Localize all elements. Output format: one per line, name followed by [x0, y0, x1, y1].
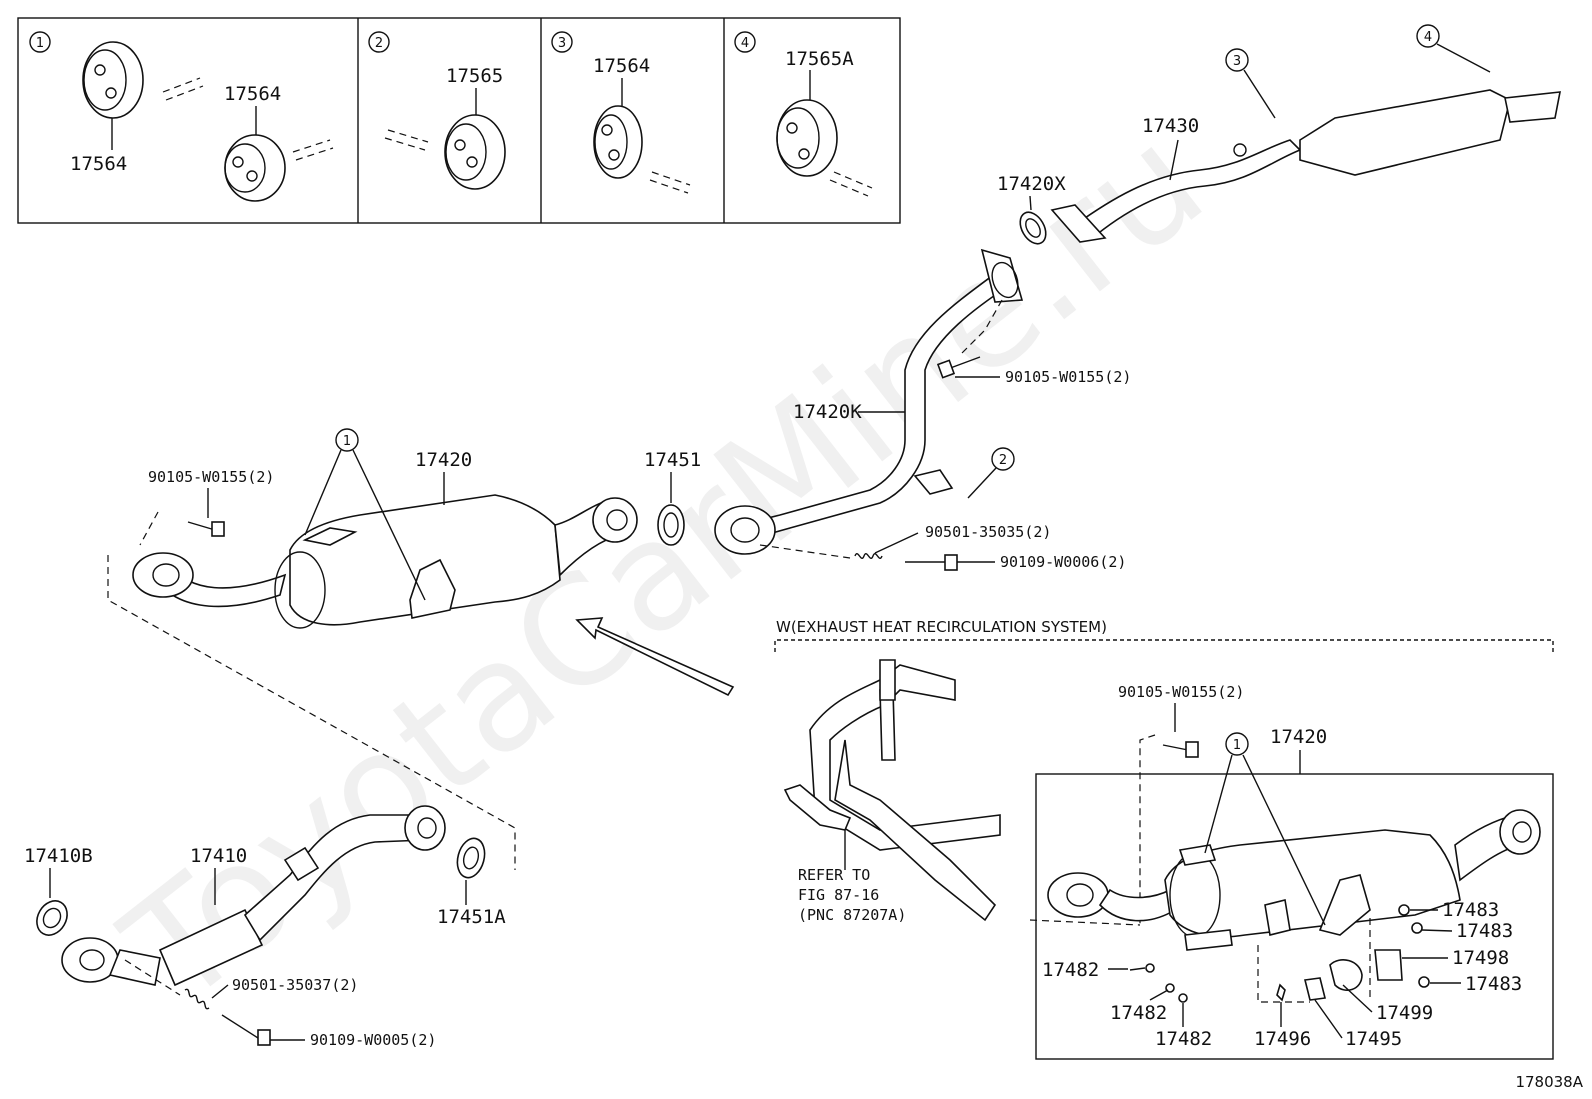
part-label-variant-bolt: 90105-W0155(2)	[1118, 683, 1244, 701]
refer-to-line1: REFER TO	[798, 866, 870, 884]
rubber-hanger-icon	[776, 99, 838, 177]
inset-panels: 1 17564 17564 2	[17, 17, 901, 224]
part-label-17483-a: 17483	[1442, 899, 1499, 921]
part-label-variant-17420: 17420	[1270, 726, 1327, 748]
part-label-17430: 17430	[1142, 115, 1199, 137]
tail-pipe-assembly: 17430 3 4	[1050, 24, 1561, 243]
part-label-bolt-90105-top: 90105-W0155(2)	[1005, 368, 1131, 386]
figure-id: 178038A	[1515, 1073, 1583, 1091]
callout-1: 1	[343, 434, 351, 449]
panel-2-number: 2	[375, 36, 383, 51]
refer-to-line3: (PNC 87207A)	[798, 906, 906, 924]
variant-small-parts	[1129, 904, 1430, 1003]
part-label-17482-b: 17482	[1110, 1002, 1167, 1024]
part-label-17498: 17498	[1452, 947, 1509, 969]
part-label-bolt-90105-left: 90105-W0155(2)	[148, 468, 274, 486]
coolant-hoses	[783, 659, 1001, 922]
part-label-17482-c: 17482	[1155, 1028, 1212, 1050]
part-label-17496: 17496	[1254, 1028, 1311, 1050]
gasket-17410b: 17410B	[24, 845, 93, 936]
inset-panel-1: 1 17564 17564	[29, 31, 334, 202]
bolt-90105-left: 90105-W0155(2)	[139, 468, 274, 546]
part-label-bolt-90109-w0006: 90109-W0006(2)	[1000, 553, 1126, 571]
spring-bolt-lower: 90501-35037(2) 90109-W0005(2)	[124, 959, 436, 1049]
rubber-hanger-icon	[82, 41, 144, 119]
callout-2: 2	[999, 453, 1007, 468]
part-label-17482-a: 17482	[1042, 959, 1099, 981]
part-label-17420: 17420	[415, 449, 472, 471]
refer-to-line2: FIG 87-16	[798, 886, 879, 904]
inset-panel-2: 2 17565	[368, 31, 506, 190]
inset-panel-4: 4 17565A	[734, 31, 873, 197]
part-label-bolt-90109-w0005: 90109-W0005(2)	[310, 1031, 436, 1049]
part-label-17564-a: 17564	[70, 153, 127, 175]
panel-3-number: 3	[558, 36, 566, 51]
part-label-spring-90501-35035: 90501-35035(2)	[925, 523, 1051, 541]
rubber-hanger-icon	[224, 134, 286, 202]
part-label-17483-b: 17483	[1456, 920, 1513, 942]
panel-1-number: 1	[36, 36, 44, 51]
inset-panel-3: 3 17564	[551, 31, 691, 194]
gasket-17451: 17451	[644, 449, 701, 546]
variant-callout-1: 1	[1233, 738, 1241, 753]
front-pipe-17410: 17410	[61, 805, 446, 987]
bolt-90105-upper: 90105-W0155(2)	[936, 299, 1131, 386]
part-label-17564-c: 17564	[593, 55, 650, 77]
rubber-hanger-icon	[444, 114, 506, 190]
part-label-17420x: 17420X	[997, 173, 1066, 195]
variant-section: W(EXHAUST HEAT RECIRCULATION SYSTEM) REF…	[774, 618, 1554, 1060]
part-label-17410b: 17410B	[24, 845, 93, 867]
part-label-spring-90501-35037: 90501-35037(2)	[232, 976, 358, 994]
part-label-17495: 17495	[1345, 1028, 1402, 1050]
panel-4-number: 4	[741, 36, 749, 51]
part-label-17451a: 17451A	[437, 906, 506, 928]
part-label-17410: 17410	[190, 845, 247, 867]
gasket-17420x: 17420X	[997, 173, 1066, 245]
variant-title: W(EXHAUST HEAT RECIRCULATION SYSTEM)	[776, 618, 1107, 636]
part-label-17451: 17451	[644, 449, 701, 471]
assembly-guide-line	[107, 555, 516, 870]
center-pipe-17420k: 17420K 2	[714, 248, 1024, 555]
part-label-17565: 17565	[446, 65, 503, 87]
part-label-17564-b: 17564	[224, 83, 281, 105]
callout-3: 3	[1233, 54, 1241, 69]
direction-arrow-icon	[575, 617, 735, 697]
spring-bolt-upper: 90501-35035(2) 90109-W0006(2)	[759, 523, 1126, 571]
part-label-17420k: 17420K	[793, 401, 862, 423]
gasket-17451a: 17451A	[437, 837, 506, 928]
variant-assembly-box	[1035, 773, 1554, 1060]
callout-4: 4	[1424, 30, 1432, 45]
rubber-hanger-icon	[593, 105, 643, 179]
part-label-17499: 17499	[1376, 1002, 1433, 1024]
part-label-17565a: 17565A	[785, 48, 854, 70]
catalytic-converter-17420: 17420 1	[132, 428, 638, 629]
part-label-17483-c: 17483	[1465, 973, 1522, 995]
